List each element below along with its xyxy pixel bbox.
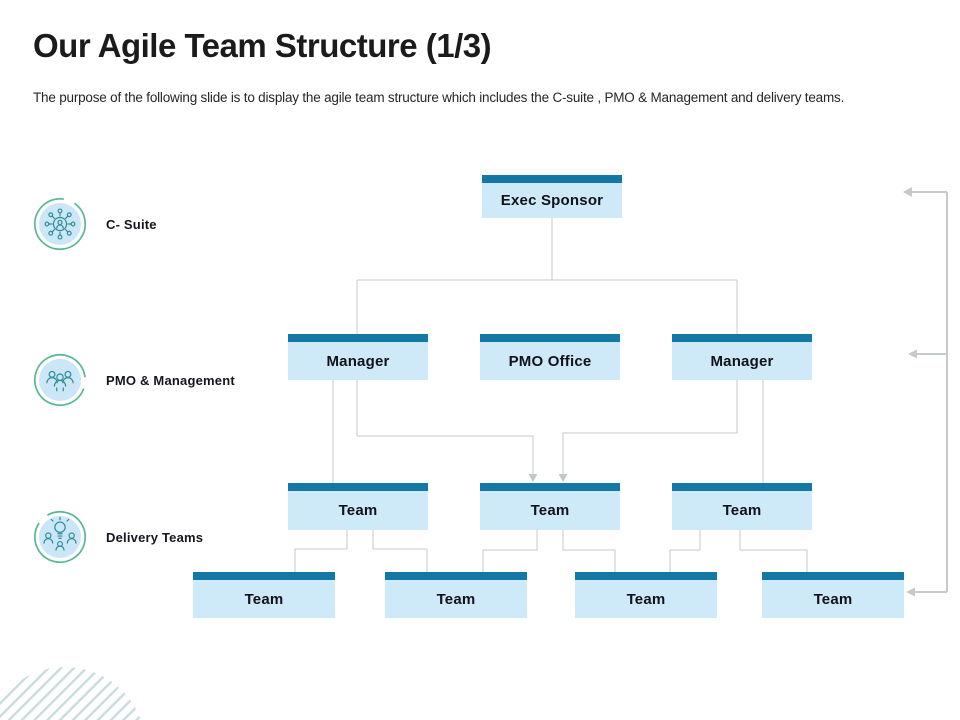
node-team-level4-3: Team xyxy=(575,572,717,618)
node-team-level4-1: Team xyxy=(193,572,335,618)
node-label: Manager xyxy=(710,352,774,370)
node-team-level4-4: Team xyxy=(762,572,904,618)
node-label: Team xyxy=(530,502,570,519)
node-label: PMO Office xyxy=(508,352,592,370)
legend-item-pmo-management: PMO & Management xyxy=(32,352,235,408)
legend-item-delivery-teams: Delivery Teams xyxy=(32,509,203,565)
node-manager-right: Manager xyxy=(672,334,812,380)
node-label: Team xyxy=(626,590,666,608)
node-exec-sponsor: Exec Sponsor xyxy=(482,175,622,218)
people-group-icon xyxy=(33,353,87,407)
node-label: Team xyxy=(338,502,378,519)
down-arrowhead xyxy=(528,474,568,482)
left-arrowhead xyxy=(903,187,917,597)
legend-label-c-suite: C- Suite xyxy=(106,216,157,232)
legend-label-delivery-teams: Delivery Teams xyxy=(106,529,204,545)
node-manager-left: Manager xyxy=(288,334,428,380)
node-label: Team xyxy=(722,502,762,519)
node-team-level4-2: Team xyxy=(385,572,527,618)
idea-people-icon xyxy=(33,510,87,564)
node-label: Manager xyxy=(326,352,390,370)
node-label: Exec Sponsor xyxy=(500,192,604,209)
node-team-level3-3: Team xyxy=(672,483,812,530)
legend-label-pmo-management: PMO & Management xyxy=(106,372,235,388)
feedback-arrows-bracket xyxy=(903,187,948,597)
node-team-level3-2: Team xyxy=(480,483,620,530)
node-label: Team xyxy=(244,590,284,608)
slide-subtitle: The purpose of the following slide is to… xyxy=(33,90,845,105)
striped-circle-decoration xyxy=(0,667,146,720)
node-pmo-office: PMO Office xyxy=(480,334,620,380)
node-label: Team xyxy=(436,590,476,608)
c-suite-network-icon xyxy=(33,197,87,251)
page-title: Our Agile Team Structure (1/3) xyxy=(33,27,492,64)
legend-item-c-suite: C- Suite xyxy=(32,196,157,252)
node-label: Team xyxy=(813,590,853,608)
node-team-level3-1: Team xyxy=(288,483,428,530)
